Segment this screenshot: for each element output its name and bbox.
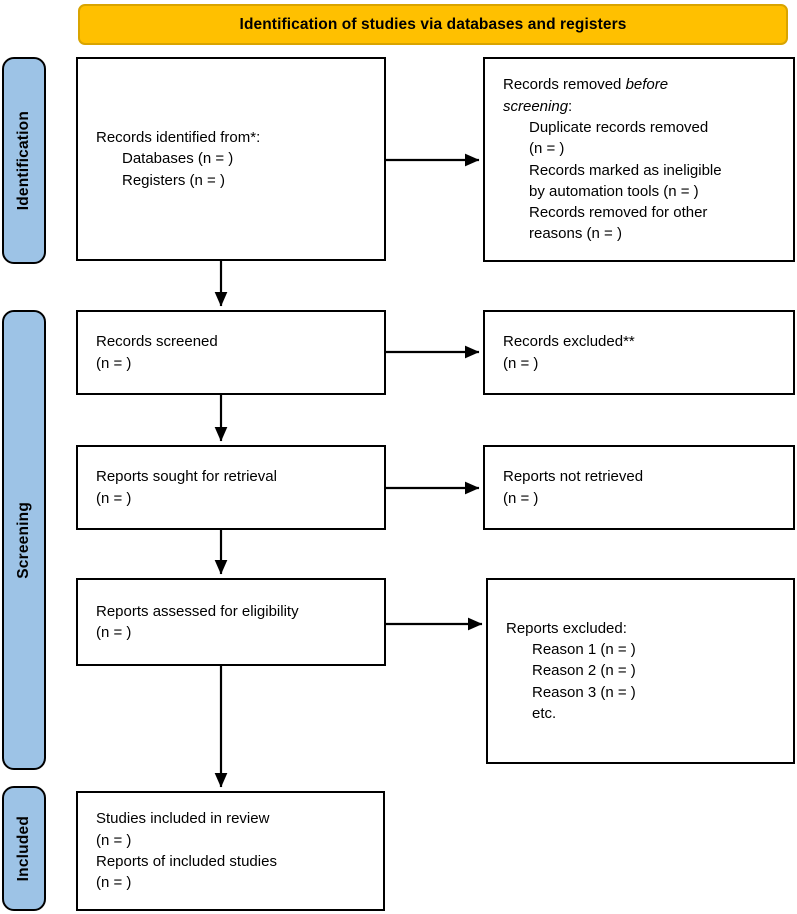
reports-excluded-reason-3: Reason 3 (n = ) xyxy=(532,683,636,701)
phase-label-included: Included xyxy=(2,786,46,911)
reports-assessed-label: Reports assessed for eligibility xyxy=(96,602,299,620)
records-removed-other-n: reasons (n = ) xyxy=(529,225,622,243)
reports-of-included-studies-n: (n = ) xyxy=(96,874,132,892)
records-removed-ineligible: Records marked as ineligible xyxy=(529,161,722,179)
records-removed-ineligible-n: by automation tools (n = ) xyxy=(529,182,699,200)
box-records-identified: Records identified from*: Databases (n =… xyxy=(76,57,386,261)
records-identified-registers: Registers (n = ) xyxy=(122,171,225,189)
reports-excluded-etc: etc. xyxy=(532,704,557,722)
reports-excluded-reason-1: Reason 1 (n = ) xyxy=(532,641,636,659)
records-removed-duplicates: Duplicate records removed xyxy=(529,118,709,136)
reports-excluded-reason-2: Reason 2 (n = ) xyxy=(532,662,636,680)
phase-label-included-text: Included xyxy=(15,815,32,882)
box-records-excluded: Records excluded** (n = ) xyxy=(483,310,795,395)
phase-label-identification: Identification xyxy=(2,57,46,264)
reports-sought-label: Reports sought for retrieval xyxy=(96,468,277,486)
box-records-removed-before-screening: Records removed before screening: Duplic… xyxy=(483,57,795,262)
diagram-title: Identification of studies via databases … xyxy=(239,15,627,33)
reports-assessed-n: (n = ) xyxy=(96,624,132,641)
records-removed-other: Records removed for other xyxy=(529,204,708,222)
studies-included-n: (n = ) xyxy=(96,831,132,849)
records-removed-heading-italic-1: before xyxy=(625,76,669,94)
records-removed-heading-line-2: screening: xyxy=(503,96,775,117)
records-removed-heading-prefix: Records removed xyxy=(503,76,626,94)
records-screened-n: (n = ) xyxy=(96,354,132,372)
records-identified-line-1: Records identified from*: xyxy=(96,129,261,147)
records-removed-heading-colon: : xyxy=(568,97,573,115)
reports-of-included-studies-label: Reports of included studies xyxy=(96,853,277,870)
records-excluded-n: (n = ) xyxy=(503,354,539,372)
phase-label-screening-text: Screening xyxy=(15,501,32,579)
box-reports-assessed-for-eligibility: Reports assessed for eligibility (n = ) xyxy=(76,578,386,666)
records-excluded-label: Records excluded** xyxy=(503,333,635,351)
studies-included-label: Studies included in review xyxy=(96,810,270,828)
box-reports-excluded: Reports excluded: Reason 1 (n = ) Reason… xyxy=(486,578,795,764)
box-studies-included-in-review: Studies included in review (n = ) Report… xyxy=(76,791,385,911)
records-removed-heading-line-1: Records removed before xyxy=(503,74,775,95)
reports-sought-n: (n = ) xyxy=(96,489,132,507)
records-removed-duplicates-n: (n = ) xyxy=(529,140,565,158)
phase-label-identification-text: Identification xyxy=(15,110,32,211)
diagram-header-banner: Identification of studies via databases … xyxy=(78,4,788,45)
reports-not-retrieved-n: (n = ) xyxy=(503,489,539,507)
records-removed-heading-italic-2: screening xyxy=(503,97,569,115)
box-reports-sought-for-retrieval: Reports sought for retrieval (n = ) xyxy=(76,445,386,530)
box-reports-not-retrieved: Reports not retrieved (n = ) xyxy=(483,445,795,530)
phase-label-screening: Screening xyxy=(2,310,46,770)
reports-not-retrieved-label: Reports not retrieved xyxy=(503,468,644,486)
box-records-screened: Records screened (n = ) xyxy=(76,310,386,395)
records-identified-databases: Databases (n = ) xyxy=(122,150,234,168)
records-screened-label: Records screened xyxy=(96,333,218,351)
reports-excluded-label: Reports excluded: xyxy=(506,619,627,637)
